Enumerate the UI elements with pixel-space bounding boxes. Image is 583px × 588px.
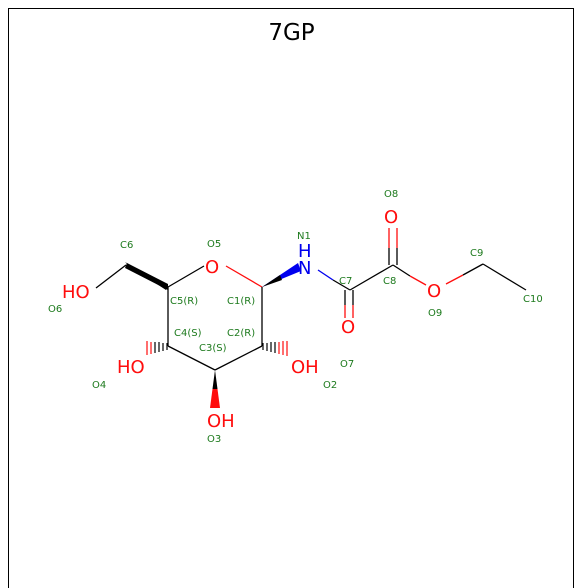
molecule-title: 7GP	[268, 20, 315, 46]
label-n1: N1	[297, 231, 311, 242]
bond-n1-c7-a	[317, 269, 334, 281]
bond-c8-o9-b	[409, 275, 427, 286]
atom-o8-carbonyl: O	[384, 207, 398, 228]
atom-h-on-nitrogen: H	[298, 241, 312, 262]
atom-o4-hydroxyl: HO	[117, 357, 145, 378]
hash-c4-o4	[146, 341, 168, 355]
label-o2: O2	[323, 380, 337, 391]
label-c1: C1(R)	[227, 296, 255, 307]
bond-c2-c3	[214, 345, 263, 371]
diagram-frame	[8, 8, 574, 588]
hash-c2-o2	[262, 341, 288, 356]
label-c10: C10	[523, 294, 543, 305]
atom-o6-hydroxyl: HO	[62, 282, 90, 303]
bond-o5-c1	[225, 265, 263, 288]
label-c4: C4(S)	[174, 328, 202, 339]
wedge-c1-n1-black	[262, 275, 282, 287]
bond-o9-c9-b	[462, 263, 484, 276]
bond-c3-c4	[167, 345, 216, 371]
bond-n1-c7-b	[332, 279, 351, 291]
label-c3: C3(S)	[199, 343, 227, 354]
label-o3: O3	[207, 434, 221, 445]
atom-o5-ring-oxygen: O	[205, 257, 219, 278]
label-c6: C6	[120, 240, 133, 251]
label-o8: O8	[384, 189, 398, 200]
label-c9: C9	[470, 248, 483, 259]
bond-c7-c8	[349, 264, 394, 291]
label-c7: C7	[339, 276, 352, 287]
wedge-c3-o3	[210, 370, 220, 408]
bond-o9-c9-a	[445, 274, 464, 285]
atom-o3-hydroxyl: OH	[207, 411, 235, 432]
bond-c9-c10	[482, 263, 527, 291]
bond-c5-o5	[167, 265, 205, 288]
label-c8: C8	[383, 276, 396, 287]
atom-n1-nitrogen: N	[298, 258, 311, 279]
bond-c8-o9-a	[392, 264, 411, 277]
label-c2: C2(R)	[227, 328, 255, 339]
atom-o9-ester: O	[427, 281, 441, 302]
label-o9: O9	[428, 308, 442, 319]
label-o7: O7	[340, 359, 354, 370]
wedge-c5-c6-fill	[125, 263, 168, 290]
atom-o7-carbonyl: O	[341, 317, 355, 338]
label-o6: O6	[48, 304, 62, 315]
label-o4: O4	[92, 380, 106, 391]
bond-c6-o6	[95, 264, 127, 289]
label-o5: O5	[207, 239, 221, 250]
label-c5: C5(R)	[170, 296, 198, 307]
pyranose-ring-bonds	[167, 265, 263, 371]
atom-o2-hydroxyl: OH	[291, 357, 319, 378]
